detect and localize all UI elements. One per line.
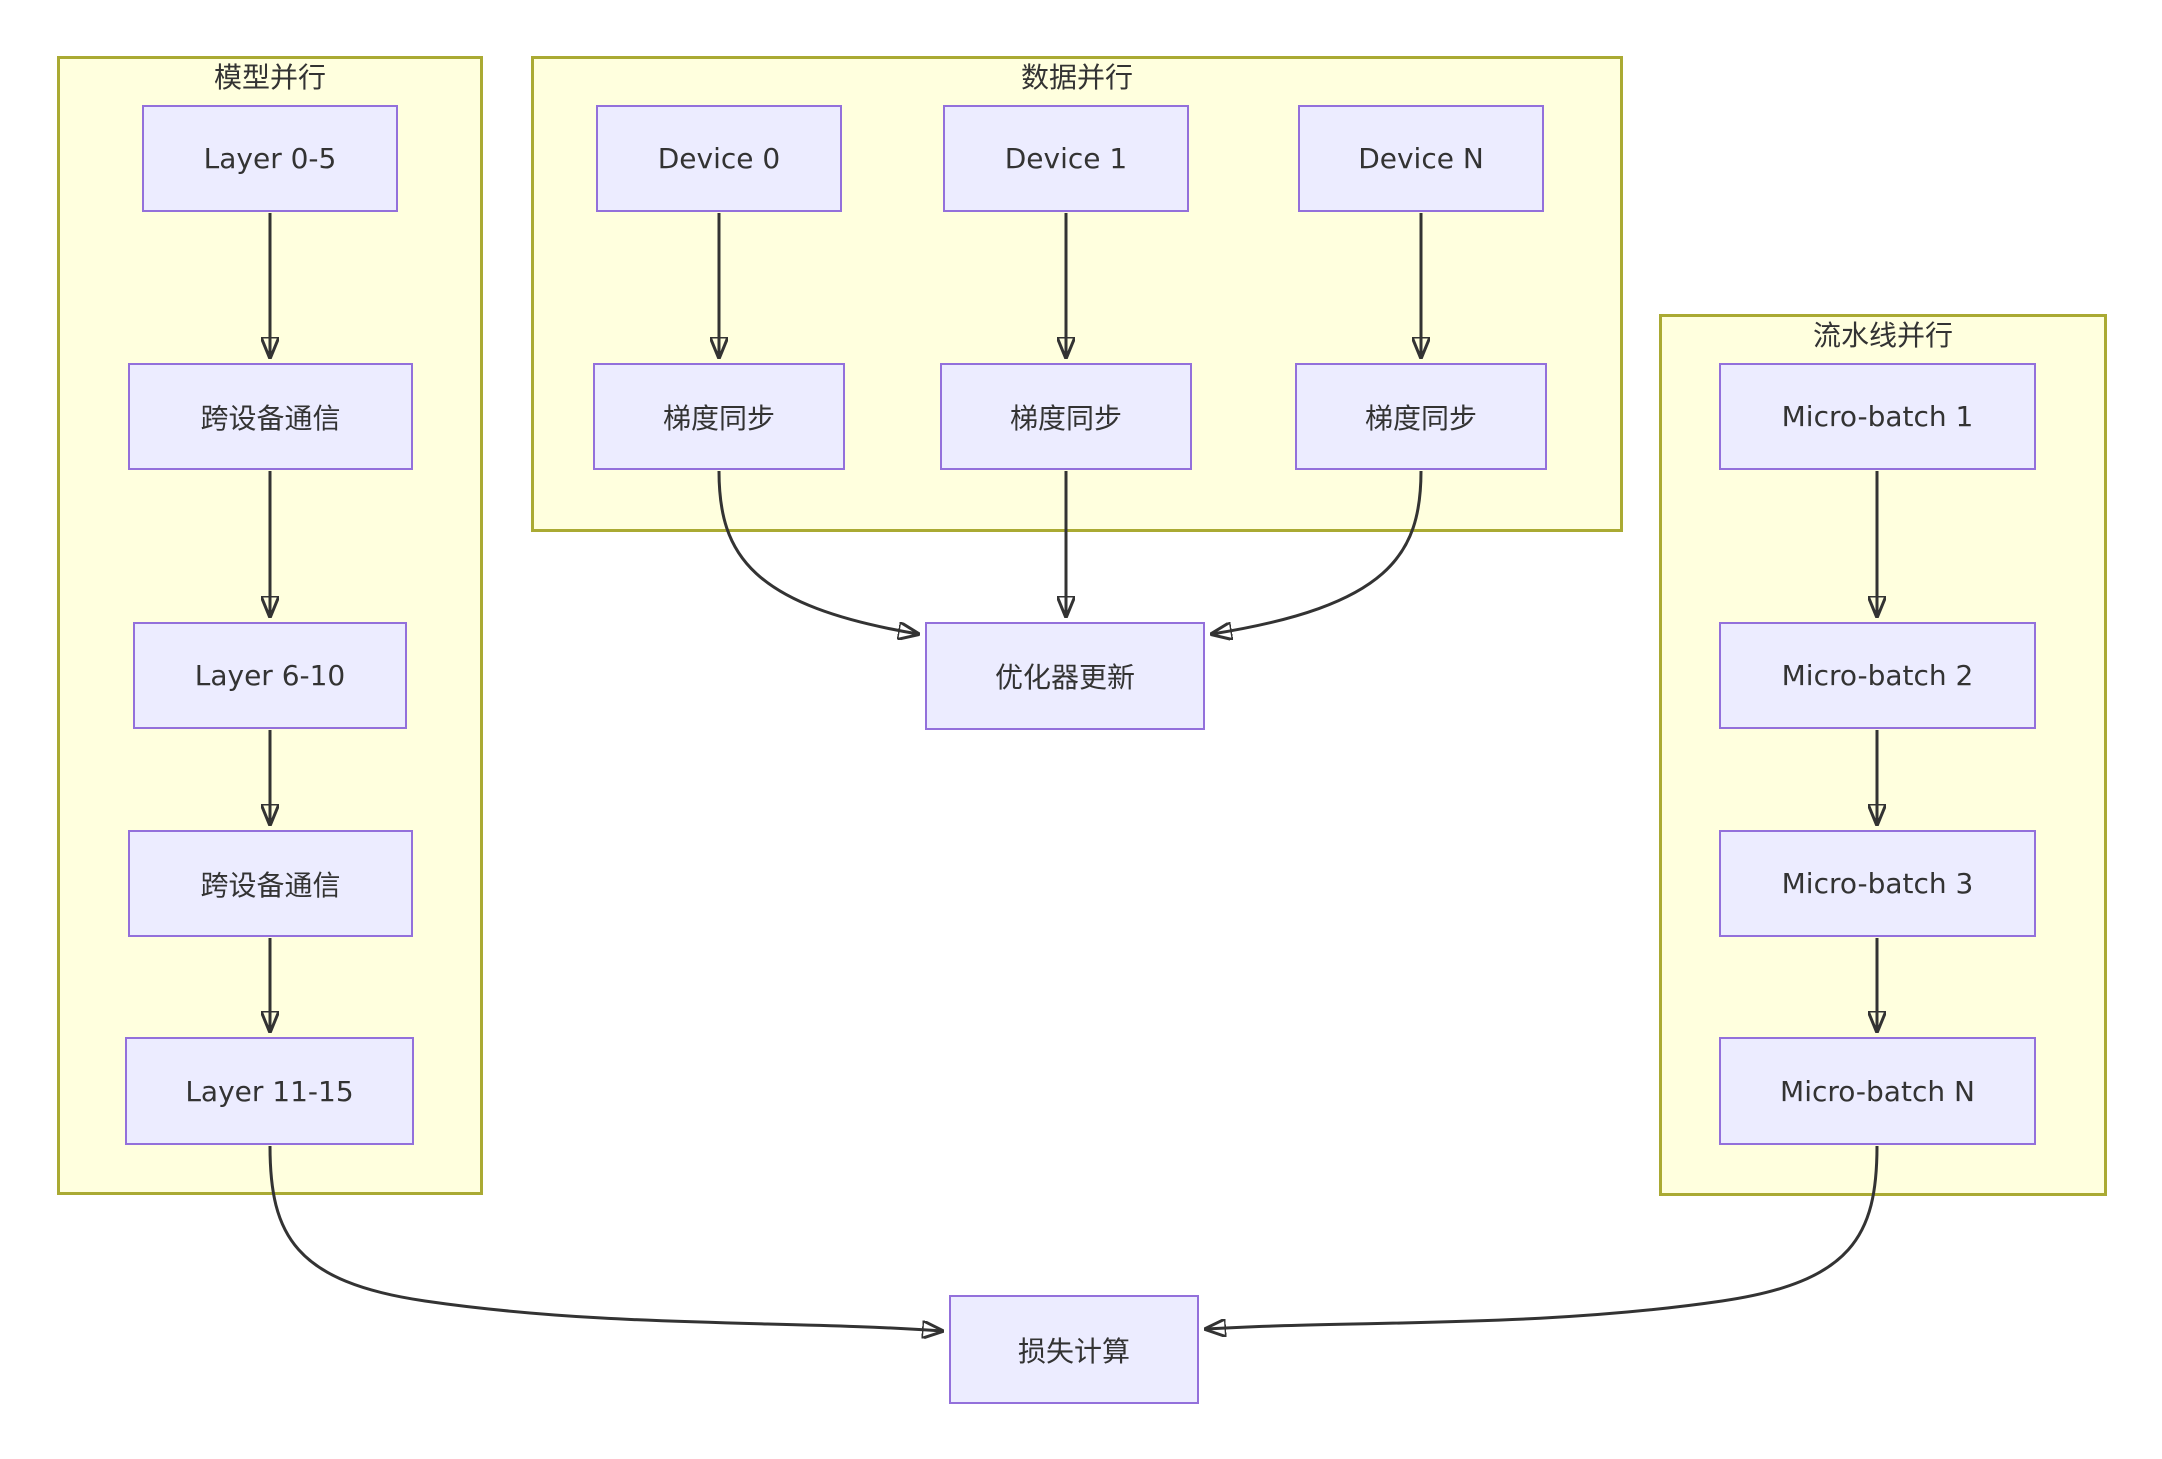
edge-layer-11-15-to-loss [268,1145,942,1331]
node-device-0: Device 0 [596,105,842,212]
node-cross-device-comm-2: 跨设备通信 [128,830,413,937]
node-layer-6-10: Layer 6-10 [133,622,407,729]
cluster-title-pipeline-parallel: 流水线并行 [1812,319,1953,352]
node-grad-sync-1: 梯度同步 [940,363,1192,470]
node-loss-compute: 损失计算 [949,1295,1199,1404]
edge-micro-batch-n-to-loss [1206,1145,1879,1329]
node-layer-11-15: Layer 11-15 [125,1037,414,1145]
node-micro-batch-3: Micro-batch 3 [1719,830,2036,937]
node-optimizer-update: 优化器更新 [925,622,1205,730]
node-grad-sync-n: 梯度同步 [1295,363,1547,470]
node-device-n: Device N [1298,105,1544,212]
node-grad-sync-0: 梯度同步 [593,363,845,470]
cluster-title-model-parallel: 模型并行 [213,61,326,94]
node-micro-batch-1: Micro-batch 1 [1719,363,2036,470]
node-cross-device-comm-1: 跨设备通信 [128,363,413,470]
cluster-title-data-parallel: 数据并行 [1020,61,1133,94]
node-layer-0-5: Layer 0-5 [142,105,398,212]
node-micro-batch-2: Micro-batch 2 [1719,622,2036,729]
node-device-1: Device 1 [943,105,1189,212]
edge-grad-sync-n-to-optimizer [1212,470,1423,634]
node-micro-batch-n: Micro-batch N [1719,1037,2036,1145]
edge-grad-sync-0-to-optimizer [717,470,918,634]
